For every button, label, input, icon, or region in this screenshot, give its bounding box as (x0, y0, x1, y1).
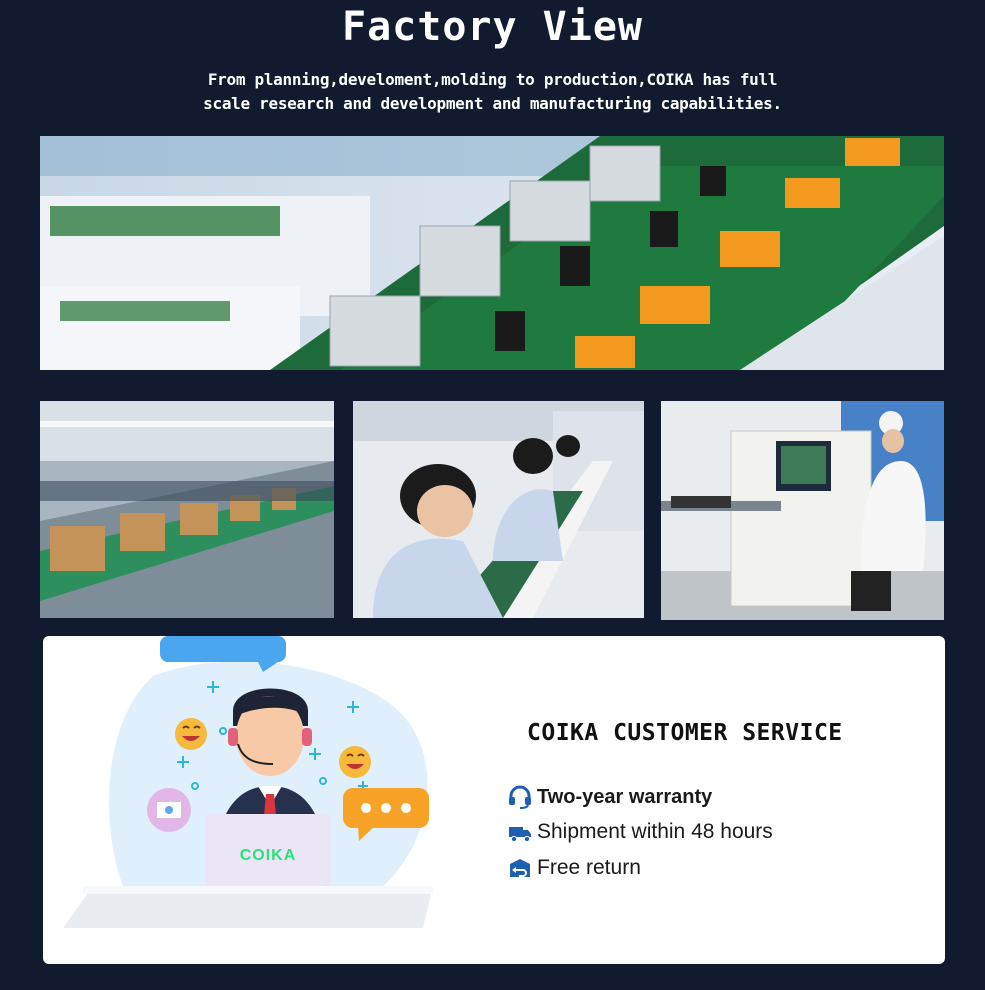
laptop-brand: COIKA (240, 847, 297, 864)
smiley-icon (339, 746, 371, 778)
typing-bubble-icon (343, 788, 429, 841)
chat-bubble-icon (160, 636, 286, 672)
laptop: COIKA (205, 814, 331, 886)
feature-shipment-label: Shipment within 48 hours (537, 820, 773, 843)
return-box-icon (507, 855, 533, 881)
feature-shipment: Shipment within 48 hours (507, 819, 773, 845)
hero-pcb-photo (40, 136, 944, 370)
workers-photo (353, 401, 644, 618)
page-subtitle: From planning,develoment,molding to prod… (140, 68, 845, 116)
headset-icon (507, 784, 533, 810)
feature-warranty-label: Two-year warranty (537, 785, 713, 808)
assembly-line-photo (40, 401, 334, 618)
page-title: Factory View (342, 4, 643, 50)
customer-service-illustration: COIKA (63, 636, 463, 964)
inspection-machine-photo (661, 401, 944, 620)
subtitle-line-2: scale research and development and manuf… (203, 94, 782, 113)
smiley-icon (175, 718, 207, 750)
mail-icon (147, 788, 191, 832)
feature-return-label: Free return (537, 856, 641, 879)
service-title: COIKA CUSTOMER SERVICE (527, 720, 843, 746)
feature-return: Free return (507, 855, 641, 881)
truck-icon (507, 819, 533, 845)
customer-service-card: COIKA COIKA CUSTOMER SERVICE Two-year wa… (43, 636, 945, 964)
feature-warranty: Two-year warranty (507, 784, 712, 810)
subtitle-line-1: From planning,develoment,molding to prod… (207, 70, 778, 89)
